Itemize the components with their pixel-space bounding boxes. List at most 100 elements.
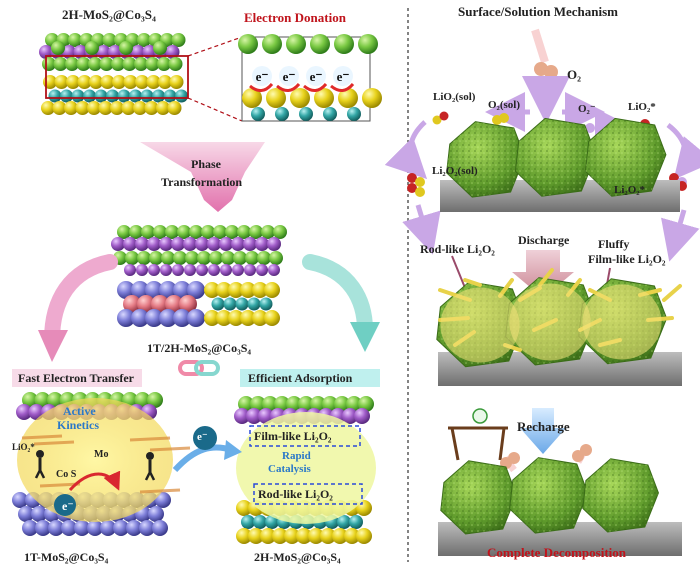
li2o2-rod	[662, 284, 682, 302]
atom-yellow	[66, 75, 80, 89]
li2o2-film	[509, 283, 591, 361]
atom-blue	[35, 520, 51, 536]
atom-yellow	[228, 310, 244, 326]
electron-ball	[193, 426, 217, 450]
o2-release	[500, 444, 592, 473]
atom-green	[125, 251, 139, 265]
atom-purple	[207, 237, 221, 251]
atom-teal	[299, 107, 313, 121]
product-box	[249, 425, 361, 447]
atom-purple	[147, 237, 161, 251]
atom-teal	[259, 297, 273, 311]
label-rod-like-left: Rod-like Li₂O₂	[258, 487, 333, 501]
label-electron-small: e⁻	[62, 499, 74, 513]
atom-green	[147, 392, 163, 408]
pink-branch-arrow	[44, 254, 118, 348]
atom-pink	[137, 295, 155, 313]
atom-yellow	[89, 75, 103, 89]
atom-yellow	[75, 101, 90, 115]
atom-green	[149, 251, 163, 265]
atom-teal	[140, 89, 154, 103]
atom-purple	[148, 264, 160, 276]
atom-yellow	[272, 528, 288, 544]
label-o2-minus: O₂⁻	[578, 103, 596, 115]
adsorption-glow	[236, 412, 376, 524]
label-efficient-adsorption: Efficient Adsorption	[248, 371, 353, 385]
atom-yellow	[98, 101, 113, 115]
atom-yellow	[123, 75, 138, 89]
teal-branch-arrow	[302, 254, 373, 338]
donation-arc	[276, 82, 301, 92]
label-electron-donation: Electron Donation	[244, 10, 346, 25]
atom-yellow	[216, 310, 232, 326]
o2-molecule	[531, 28, 558, 79]
atom-yellow	[290, 88, 310, 108]
atom-teal	[251, 107, 265, 121]
atom-yellow	[169, 75, 184, 89]
atom-teal	[83, 89, 96, 103]
atom-pink	[179, 295, 197, 313]
atom-blue	[113, 520, 129, 536]
atom-purple	[195, 237, 209, 251]
atom-blue	[74, 520, 90, 536]
atom-blue	[148, 506, 164, 522]
atom-yellow	[296, 528, 312, 544]
atom-blue	[18, 506, 34, 522]
atom-teal	[117, 89, 131, 103]
label-o2: O₂	[567, 67, 582, 82]
atom-green	[34, 392, 51, 408]
li2o2-film	[440, 287, 520, 363]
atom-yellow	[146, 75, 161, 89]
cubes-surface	[446, 117, 667, 198]
electron-transfer-arrow	[172, 444, 233, 473]
atom-teal	[253, 515, 267, 529]
atom-green	[161, 251, 175, 265]
atom-purple	[244, 264, 256, 276]
label-lio2-star: LiO₂*	[628, 101, 656, 113]
electron-symbol: e⁻	[283, 69, 296, 84]
label-o2-sol: O₂(sol)	[488, 99, 521, 111]
fast-electron-bg	[12, 369, 142, 387]
label-1t2h: 1T/2H-MoS₂@Co₃S₄	[147, 341, 251, 355]
label-lio2-small: LiO₂*	[12, 442, 35, 452]
atom-green	[111, 57, 125, 71]
atom-blue	[131, 281, 149, 299]
electron-donation-zoom: e⁻e⁻e⁻e⁻	[238, 34, 382, 122]
electron-symbol: e⁻	[256, 69, 269, 84]
atom-teal	[129, 89, 142, 103]
atom-yellow	[156, 101, 170, 115]
atom-green	[233, 251, 247, 265]
person-icon	[144, 452, 156, 481]
atom-green	[185, 251, 199, 265]
electron-halo	[279, 66, 299, 86]
atom-green	[65, 57, 79, 71]
donation-arc	[249, 82, 274, 92]
atom-purple	[267, 237, 281, 251]
atom-blue	[48, 520, 64, 536]
cube-texture	[515, 118, 596, 197]
atom-green	[286, 34, 306, 54]
atom-purple	[160, 264, 172, 276]
atom-purple	[183, 237, 197, 251]
atom-pink	[165, 295, 183, 313]
atom-yellow	[240, 282, 256, 298]
atom-yellow	[266, 88, 286, 108]
atom-blue	[12, 492, 28, 508]
atom-green	[76, 57, 91, 71]
person-icon	[34, 450, 46, 479]
atom-blue	[61, 520, 77, 536]
atom-blue	[159, 309, 177, 327]
atom-green	[88, 57, 102, 71]
atom-blue	[145, 281, 163, 299]
atom-green	[68, 33, 82, 47]
atom-blue	[117, 281, 135, 299]
label-fast-electron: Fast Electron Transfer	[18, 371, 134, 385]
label-discharge: Discharge	[518, 233, 570, 247]
label-li2o2-star: Li₂O₂*	[614, 184, 646, 196]
atom-green	[137, 251, 151, 265]
donation-arc	[330, 82, 355, 92]
atom-purple	[208, 264, 220, 276]
label-lio2-sol: LiO₂(sol)	[433, 91, 476, 103]
atom-teal	[247, 297, 261, 311]
atom-purple	[234, 408, 250, 424]
